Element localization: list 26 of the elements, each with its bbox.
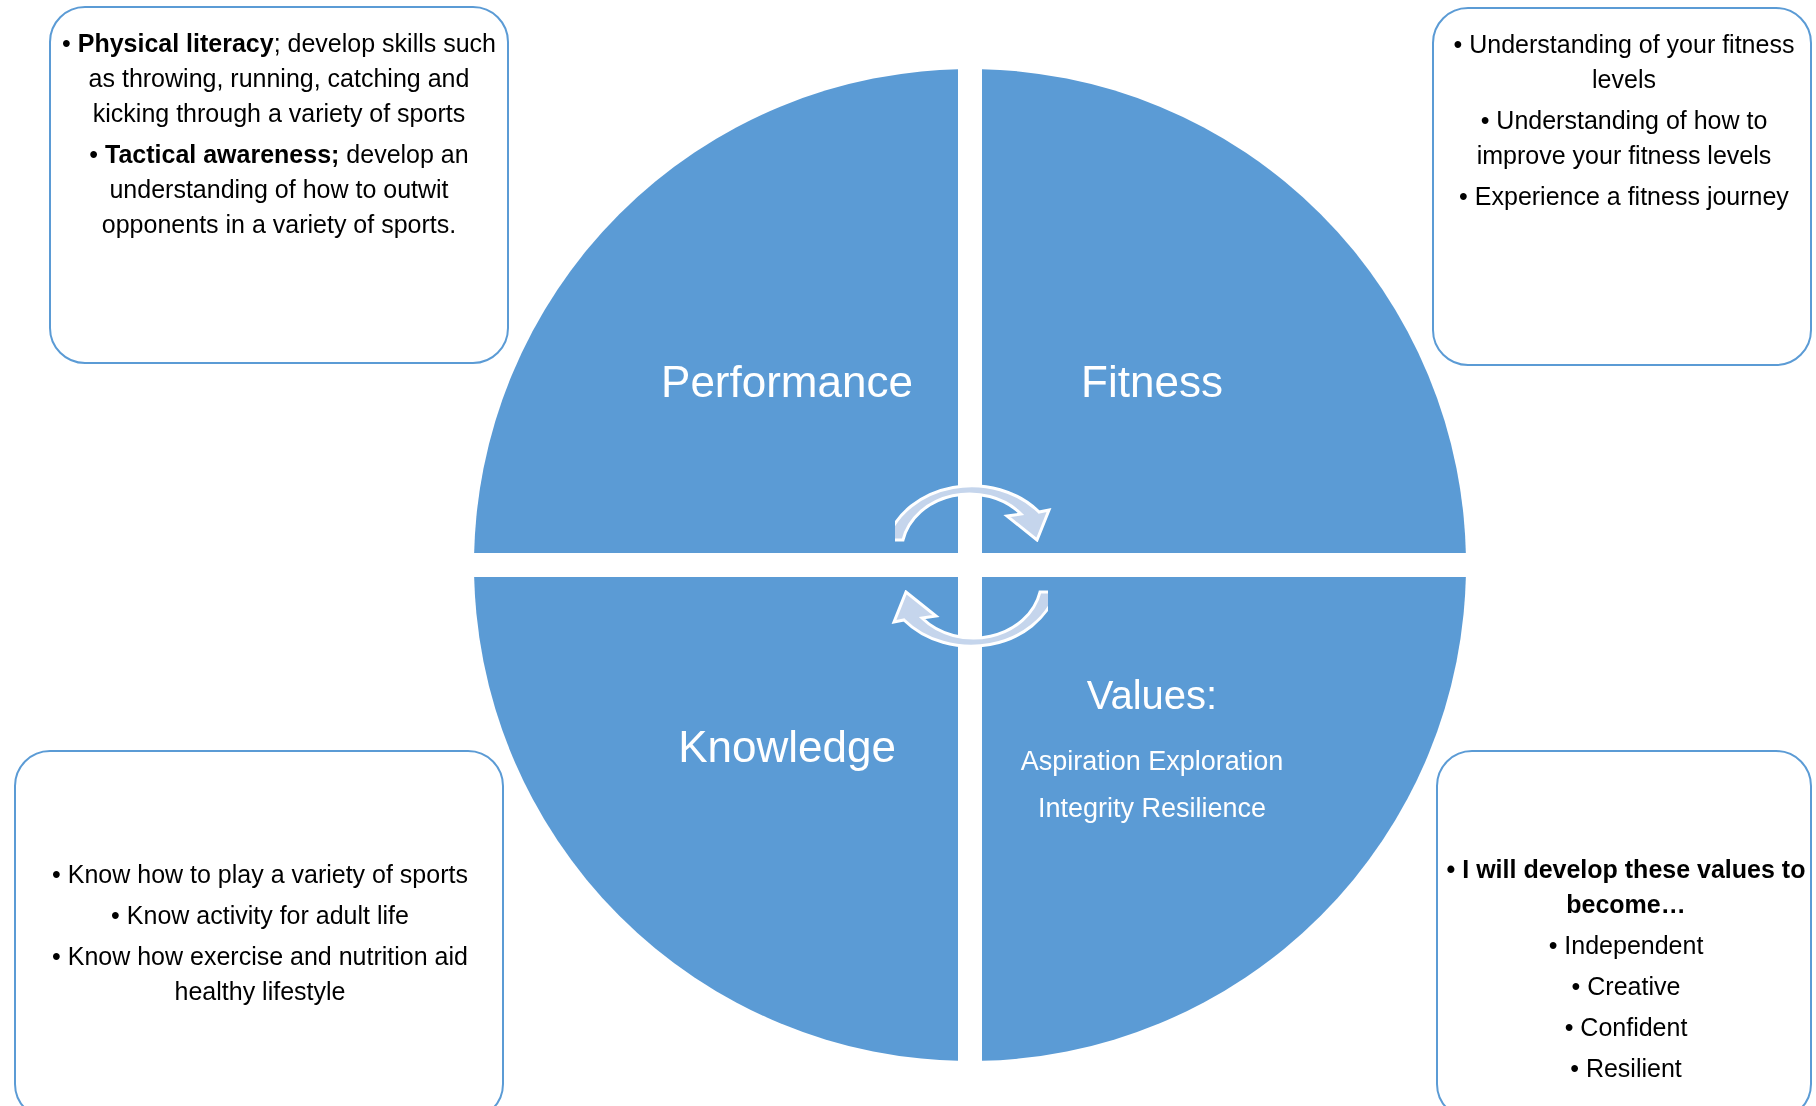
bullet-text: • Understanding of how to improve your fitness levels xyxy=(1475,105,1773,171)
text-card xyxy=(1432,7,1812,366)
text-card xyxy=(49,6,509,364)
bullet-text: • I will develop these values to become… xyxy=(1445,854,1807,920)
quadrant xyxy=(474,577,958,1061)
text-card xyxy=(14,750,504,1106)
bullet-text: • Creative xyxy=(1570,971,1682,1002)
quadrant-title: Fitness xyxy=(1081,357,1223,407)
quadrant xyxy=(982,577,1466,1061)
bullet-text: • Resilient xyxy=(1569,1053,1683,1084)
bullet-text: • Know how to play a variety of sports xyxy=(51,859,469,890)
quadrant-title: Values: xyxy=(1086,672,1218,718)
quadrant-title: Performance xyxy=(661,357,913,407)
quadrant xyxy=(474,69,958,553)
bullet-text: • Know activity for adult life xyxy=(110,900,410,931)
text-card xyxy=(1436,750,1812,1106)
bullet-text: • Tactical awareness; develop an understanding of how to outwit opponents in a variety of sports. xyxy=(88,139,470,240)
quadrant-title: Knowledge xyxy=(678,722,896,772)
bullet-text: • Confident xyxy=(1563,1012,1689,1043)
value-words: Aspiration Exploration xyxy=(1020,745,1284,777)
bullet-text: • Know how exercise and nutrition aid healthy lifestyle xyxy=(51,941,469,1007)
quadrant xyxy=(982,69,1466,553)
value-words: Integrity Resilience xyxy=(1037,792,1267,824)
bullet-text: • Understanding of your fitness levels xyxy=(1452,29,1796,95)
bullet-text: • Independent xyxy=(1547,930,1705,961)
bullet-text: • Experience a fitness journey xyxy=(1458,181,1790,212)
